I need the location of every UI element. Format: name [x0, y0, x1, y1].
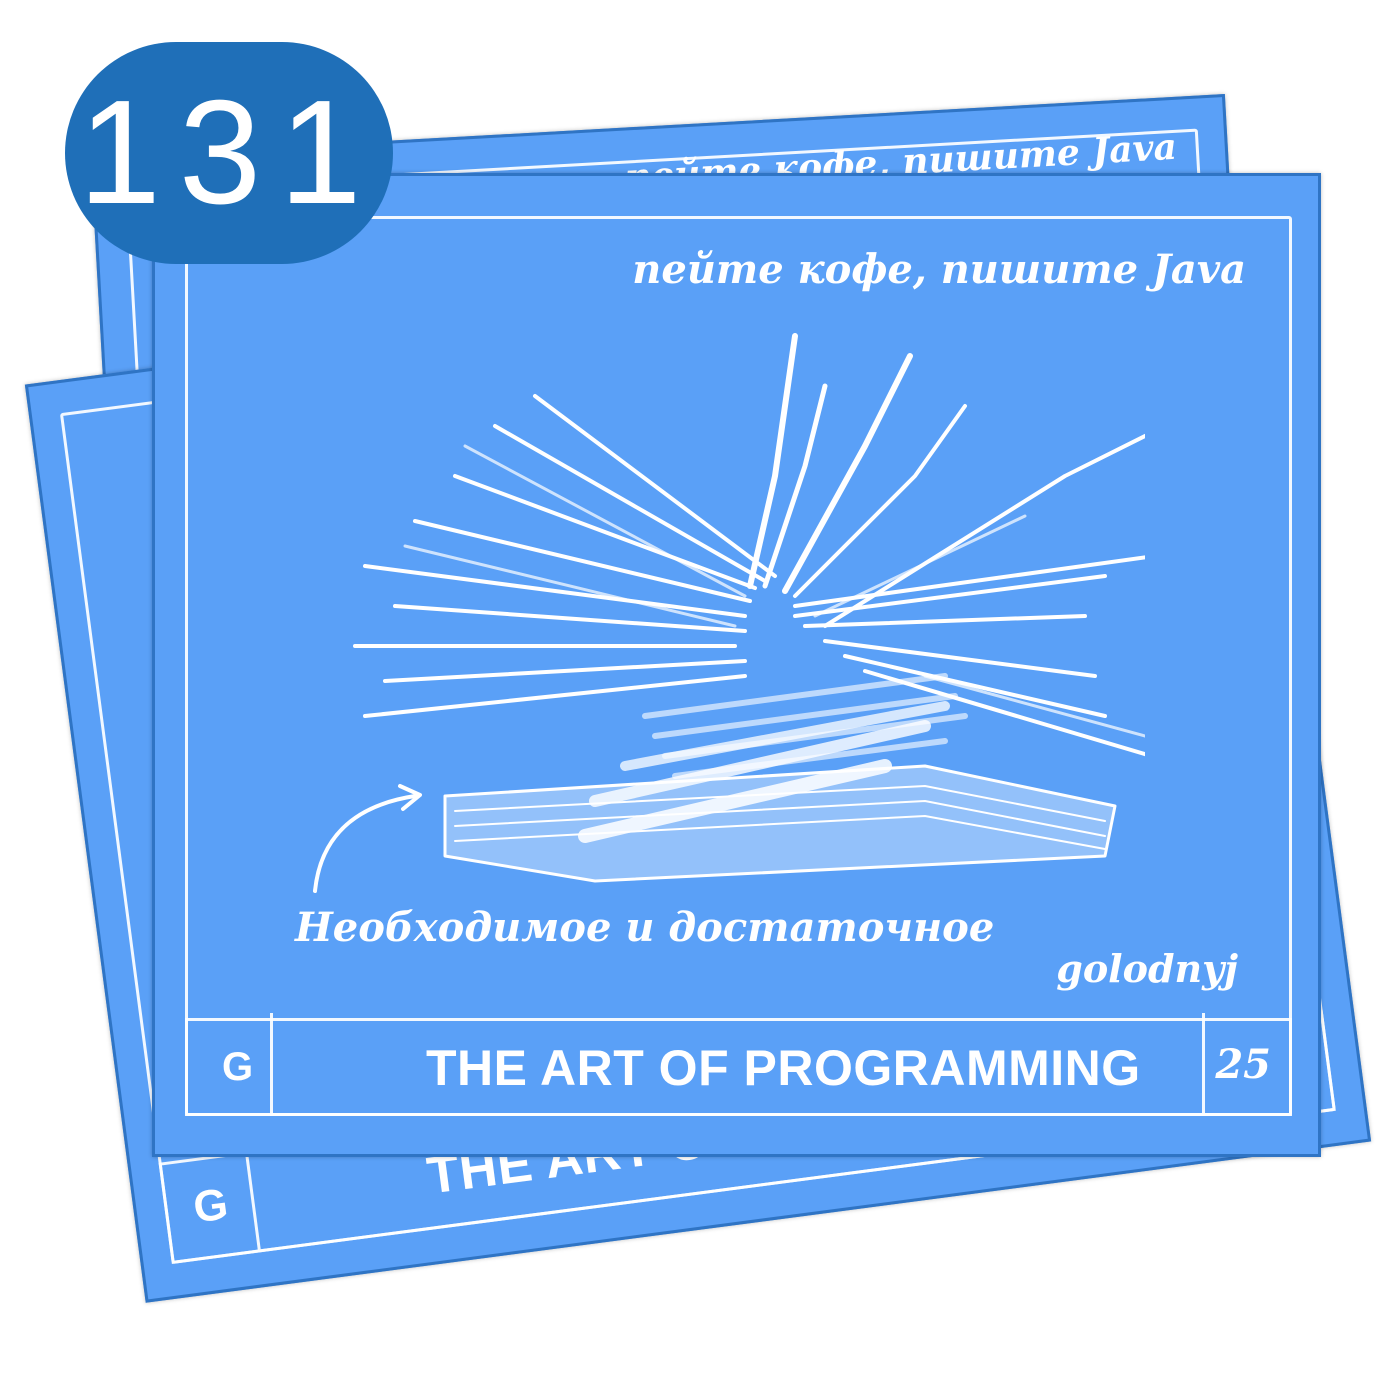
front-card-tagline: пейте кофе, пишите Java: [632, 246, 1246, 293]
front-card-footer-number: 25: [1215, 1041, 1271, 1088]
back-card-left-series-letter: G: [190, 1179, 232, 1233]
front-card-author: golodnyj: [1056, 946, 1238, 991]
front-card-footer-divider-right: [1202, 1013, 1205, 1113]
front-card-footer-divider-left: [270, 1013, 273, 1113]
front-card-footer-title: THE ART OF PROGRAMMING: [426, 1040, 1141, 1096]
episode-number-badge: 131: [65, 42, 393, 264]
open-book-sketch-icon: [353, 333, 1145, 883]
back-card-left-divider: [245, 1154, 261, 1250]
front-card-series-letter: G: [222, 1045, 254, 1089]
episode-number: 131: [78, 70, 380, 235]
front-card-caption: Необходимое и достаточное: [295, 904, 995, 951]
front-card: пейте кофе, пишите Java: [152, 173, 1321, 1157]
front-card-footer: G THE ART OF PROGRAMMING 25: [185, 1013, 1292, 1116]
curved-arrow-icon: [313, 784, 422, 893]
